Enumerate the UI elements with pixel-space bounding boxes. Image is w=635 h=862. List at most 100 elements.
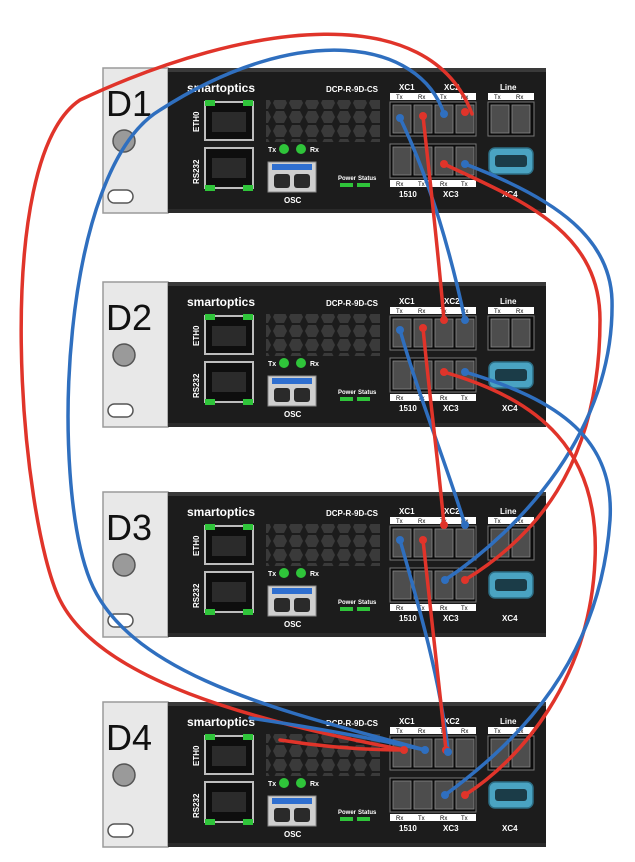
p1510-tx-label: Tx bbox=[418, 816, 425, 822]
p1510-rx-label: Rx bbox=[396, 182, 403, 188]
power-label: Power bbox=[338, 390, 357, 396]
xc1-label: XC1 bbox=[399, 717, 415, 726]
line-rx-port[interactable] bbox=[511, 104, 531, 134]
rs232-label: RS232 bbox=[192, 793, 201, 818]
line-tx-port[interactable] bbox=[490, 318, 510, 348]
rack-screw-hole bbox=[112, 763, 136, 787]
p1510-tx-label: Tx bbox=[418, 182, 425, 188]
rx-led-label: Rx bbox=[310, 361, 319, 368]
xc2-tx-label: Tx bbox=[440, 95, 447, 101]
xc3-label: XC3 bbox=[443, 190, 459, 199]
port-1510-label: 1510 bbox=[399, 824, 417, 833]
xc2-label: XC2 bbox=[444, 507, 460, 516]
rx-led-label: Rx bbox=[310, 571, 319, 578]
model-label: DCP-R-9D-CS bbox=[326, 509, 379, 518]
xc2-tx-port[interactable] bbox=[434, 528, 454, 558]
tx-led bbox=[279, 358, 289, 368]
xc1-tx-label: Tx bbox=[396, 95, 403, 101]
xc4-label: XC4 bbox=[502, 614, 518, 623]
rs232-label: RS232 bbox=[192, 373, 201, 398]
xc1-rx-label: Rx bbox=[418, 519, 425, 525]
power-label: Power bbox=[338, 176, 357, 182]
osc-label: OSC bbox=[284, 410, 302, 419]
line-tx-label: Tx bbox=[494, 95, 501, 101]
status-label: Status bbox=[358, 600, 377, 606]
xc3-rx-label: Rx bbox=[440, 396, 447, 402]
port-1510-rx[interactable] bbox=[392, 146, 412, 176]
tx-led bbox=[279, 568, 289, 578]
xc1-rx-label: Rx bbox=[418, 729, 425, 735]
eth0-label: ETH0 bbox=[192, 111, 201, 132]
tx-led-label: Tx bbox=[268, 147, 276, 154]
xc2-rx-label: Rx bbox=[461, 729, 468, 735]
port-1510-rx[interactable] bbox=[392, 360, 412, 390]
rx-led bbox=[296, 778, 306, 788]
status-led bbox=[357, 607, 370, 611]
model-label: DCP-R-9D-CS bbox=[326, 85, 379, 94]
rack-slot bbox=[107, 403, 134, 418]
cable-red-d1-d3 bbox=[442, 162, 602, 582]
xc1-label: XC1 bbox=[399, 297, 415, 306]
line-tx-label: Tx bbox=[494, 519, 501, 525]
device-d2: smartoptics DCP-R-9D-CS ETH0 RS232 Tx Rx… bbox=[102, 281, 546, 428]
device-d4: smartoptics DCP-R-9D-CS ETH0 RS232 Tx Rx… bbox=[102, 701, 546, 848]
xc1-tx-label: Tx bbox=[396, 519, 403, 525]
port-1510-tx[interactable] bbox=[413, 780, 433, 810]
xc3-rx-label: Rx bbox=[440, 182, 447, 188]
device-d2-label: D2 bbox=[106, 297, 152, 338]
rs232-label: RS232 bbox=[192, 159, 201, 184]
p1510-tx-label: Tx bbox=[418, 606, 425, 612]
brand-label: smartoptics bbox=[187, 295, 255, 309]
rack-screw-hole bbox=[112, 343, 136, 367]
xc2-label: XC2 bbox=[444, 297, 460, 306]
xc2-rx-port[interactable] bbox=[455, 738, 475, 768]
cable-red-d2-d3 bbox=[421, 326, 446, 527]
line-rx-port[interactable] bbox=[511, 318, 531, 348]
device-d3: smartoptics DCP-R-9D-CS ETH0 RS232 Tx Rx… bbox=[102, 491, 546, 638]
xc4-label: XC4 bbox=[502, 404, 518, 413]
rx-led bbox=[296, 144, 306, 154]
cable-blue-d2-d4 bbox=[443, 370, 612, 797]
line-rx-label: Rx bbox=[516, 309, 523, 315]
line-rx-label: Rx bbox=[516, 519, 523, 525]
model-label: DCP-R-9D-CS bbox=[326, 299, 379, 308]
vent-grille bbox=[266, 100, 380, 142]
xc1-tx-label: Tx bbox=[396, 729, 403, 735]
status-led bbox=[357, 817, 370, 821]
rx-led-label: Rx bbox=[310, 147, 319, 154]
line-label: Line bbox=[500, 717, 517, 726]
cable-blue-d1-d2 bbox=[398, 116, 467, 322]
osc-label: OSC bbox=[284, 620, 302, 629]
cable-blue-d1-d4-outer bbox=[66, 48, 446, 752]
rx-led bbox=[296, 568, 306, 578]
line-tx-port[interactable] bbox=[490, 104, 510, 134]
power-led bbox=[340, 397, 353, 401]
xc2-rx-port[interactable] bbox=[455, 528, 475, 558]
device-d3-label: D3 bbox=[106, 507, 152, 548]
line-label: Line bbox=[500, 83, 517, 92]
rx-led-label: Rx bbox=[310, 781, 319, 788]
tx-led bbox=[279, 144, 289, 154]
line-tx-label: Tx bbox=[494, 309, 501, 315]
power-led bbox=[340, 607, 353, 611]
p1510-rx-label: Rx bbox=[396, 396, 403, 402]
line-rx-port[interactable] bbox=[511, 738, 531, 768]
p1510-rx-label: Rx bbox=[396, 606, 403, 612]
xc2-label: XC2 bbox=[444, 83, 460, 92]
xc3-label: XC3 bbox=[443, 614, 459, 623]
xc1-label: XC1 bbox=[399, 507, 415, 516]
line-rx-label: Rx bbox=[516, 729, 523, 735]
connector-heads bbox=[396, 108, 469, 799]
cable-red-d3-d4 bbox=[421, 538, 448, 752]
port-1510-rx[interactable] bbox=[392, 780, 412, 810]
xc2-tx-port[interactable] bbox=[434, 104, 454, 134]
port-1510-label: 1510 bbox=[399, 614, 417, 623]
rx-led bbox=[296, 358, 306, 368]
xc1-rx-label: Rx bbox=[418, 309, 425, 315]
line-tx-label: Tx bbox=[494, 729, 501, 735]
model-label: DCP-R-9D-CS bbox=[326, 719, 379, 728]
xc4-label: XC4 bbox=[502, 824, 518, 833]
eth0-label: ETH0 bbox=[192, 535, 201, 556]
power-led bbox=[340, 817, 353, 821]
cable-red-d4-xc1 bbox=[278, 738, 406, 752]
